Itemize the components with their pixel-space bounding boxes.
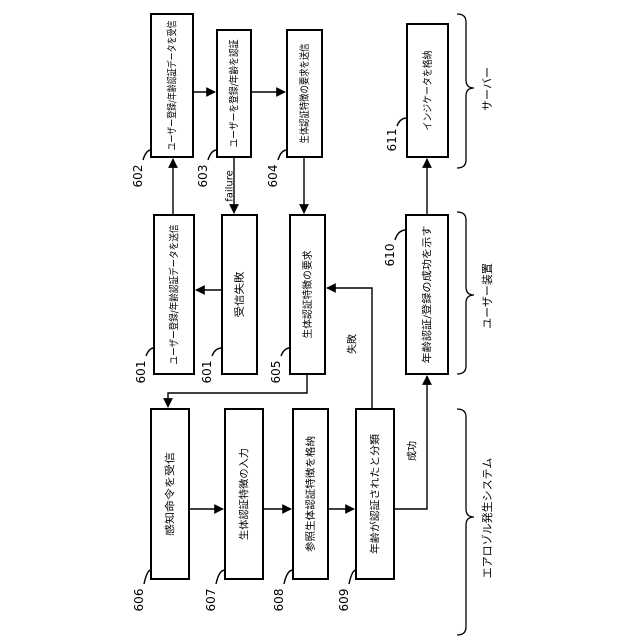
node-601-send: ユーザー登録/年齢認証データを送信: [154, 215, 194, 374]
node-604: 生体認証特徴の要求を送信: [287, 30, 322, 157]
node-605-label: 生体認証特徴の要求: [301, 251, 314, 339]
group-label-device: ユーザー装置: [481, 263, 494, 329]
leader-609: [349, 570, 356, 584]
node-610-label: 年齢認証/登録の成功を示す: [421, 226, 434, 364]
ref-601-send: 601: [134, 361, 148, 384]
ref-604: 604: [266, 165, 280, 188]
node-609: 年齢が認証されたと分類: [356, 409, 394, 579]
edge-label-success: 成功: [407, 441, 419, 461]
node-603: ユーザーを登録/年齢を認証: [217, 30, 251, 157]
node-602-label: ユーザー登録/年齢認証データを受信: [166, 21, 179, 151]
node-611-label: インジケータを格納: [421, 51, 434, 131]
node-602: ユーザー登録/年齢認証データを受信: [151, 14, 193, 157]
node-607-label: 生体認証特徴の入力: [238, 448, 251, 540]
group-label-server: サーバー: [481, 67, 494, 111]
leader-611: [397, 118, 407, 126]
node-606-label: 感知命令を受信: [164, 452, 177, 536]
node-608-label: 参照生体認証特徴を格納: [304, 436, 317, 552]
leader-601-fail: [212, 348, 222, 356]
brace-aerosol: [457, 409, 474, 635]
node-608: 参照生体認証特徴を格納: [293, 409, 328, 579]
leader-607: [216, 570, 225, 584]
node-601-send-label: ユーザー登録/年齢認証データを送信: [168, 225, 181, 365]
ref-611: 611: [385, 129, 399, 152]
node-603-label: ユーザーを登録/年齢を認証: [228, 40, 241, 148]
leader-601-send: [146, 348, 154, 356]
ref-606: 606: [132, 589, 146, 612]
group-label-aerosol: エアロゾル発生システム: [480, 458, 494, 579]
edge-label-failure: failure: [225, 170, 236, 202]
ref-610: 610: [383, 244, 397, 267]
ref-608: 608: [272, 589, 286, 612]
arrow-605-to-606: [168, 374, 307, 407]
brace-server: [457, 14, 474, 168]
ref-603: 603: [196, 165, 210, 188]
node-610: 年齢認証/登録の成功を示す: [406, 215, 448, 374]
ref-609: 609: [337, 589, 351, 612]
leader-610: [395, 230, 406, 240]
ref-602: 602: [131, 165, 145, 188]
leader-602: [143, 150, 151, 160]
ref-605: 605: [269, 361, 283, 384]
brace-device: [457, 212, 474, 374]
node-607: 生体認証特徴の入力: [225, 409, 263, 579]
node-606: 感知命令を受信: [151, 409, 189, 579]
ref-607: 607: [204, 589, 218, 612]
edge-label-fail: 失敗: [346, 334, 359, 354]
node-609-label: 年齢が認証されたと分類: [369, 434, 382, 554]
leader-603: [208, 150, 217, 160]
leader-605: [281, 348, 290, 356]
node-601-fail: 受信失敗: [222, 215, 257, 374]
leader-608: [284, 570, 293, 584]
node-601-fail-label: 受信失敗: [233, 272, 246, 318]
node-611: インジケータを格納: [407, 24, 448, 157]
node-604-label: 生体認証特徴の要求を送信: [298, 44, 311, 144]
leader-606: [144, 570, 151, 584]
node-605: 生体認証特徴の要求: [290, 215, 325, 374]
ref-601-fail: 601: [200, 361, 214, 384]
leader-604: [278, 150, 287, 160]
